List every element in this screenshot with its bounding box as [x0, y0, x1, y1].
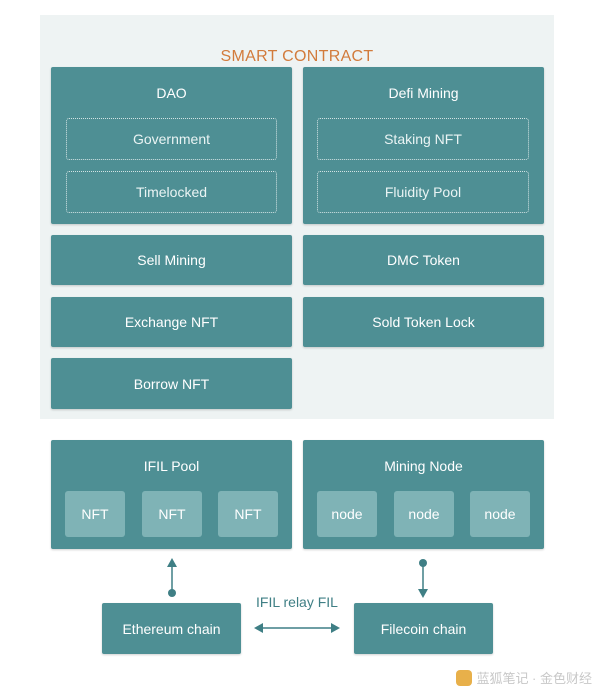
relay-label: IFIL relay FIL	[256, 594, 338, 610]
filecoin-chain-box: Filecoin chain	[354, 603, 493, 654]
fluidity-pool-item: Fluidity Pool	[317, 171, 529, 213]
ethereum-to-ifil-arrow	[167, 558, 177, 597]
staking-nft-item: Staking NFT	[317, 118, 529, 160]
exchange-nft-box: Exchange NFT	[51, 297, 292, 347]
mining-node-to-filecoin-arrow	[418, 559, 428, 598]
dmc-token-box: DMC Token	[303, 235, 544, 285]
timelocked-item: Timelocked	[66, 171, 277, 213]
node-chip: node	[394, 491, 454, 537]
relay-double-arrow	[254, 623, 340, 633]
dao-title: DAO	[156, 85, 187, 101]
node-chip: node	[317, 491, 377, 537]
dao-box: DAO Government Timelocked	[51, 67, 292, 224]
nft-chip: NFT	[65, 491, 125, 537]
defi-mining-box: Defi Mining Staking NFT Fluidity Pool	[303, 67, 544, 224]
borrow-nft-box: Borrow NFT	[51, 358, 292, 409]
ifil-pool-box: IFIL Pool NFT NFT NFT	[51, 440, 292, 549]
sell-mining-box: Sell Mining	[51, 235, 292, 285]
watermark-text: 蓝狐笔记 · 金色财经	[476, 671, 592, 686]
nft-chip: NFT	[142, 491, 202, 537]
defi-mining-title: Defi Mining	[388, 85, 459, 101]
watermark-logo-icon	[456, 669, 473, 686]
watermark: 蓝狐笔记 · 金色财经	[456, 668, 592, 687]
node-chip: node	[470, 491, 530, 537]
nft-chip: NFT	[218, 491, 278, 537]
mining-node-box: Mining Node node node node	[303, 440, 544, 549]
ethereum-chain-box: Ethereum chain	[102, 603, 241, 654]
ifil-pool-title: IFIL Pool	[143, 458, 200, 474]
government-item: Government	[66, 118, 277, 160]
smart-contract-title: SMART CONTRACT	[220, 48, 374, 65]
mining-node-title: Mining Node	[384, 458, 463, 474]
sold-token-lock-box: Sold Token Lock	[303, 297, 544, 347]
